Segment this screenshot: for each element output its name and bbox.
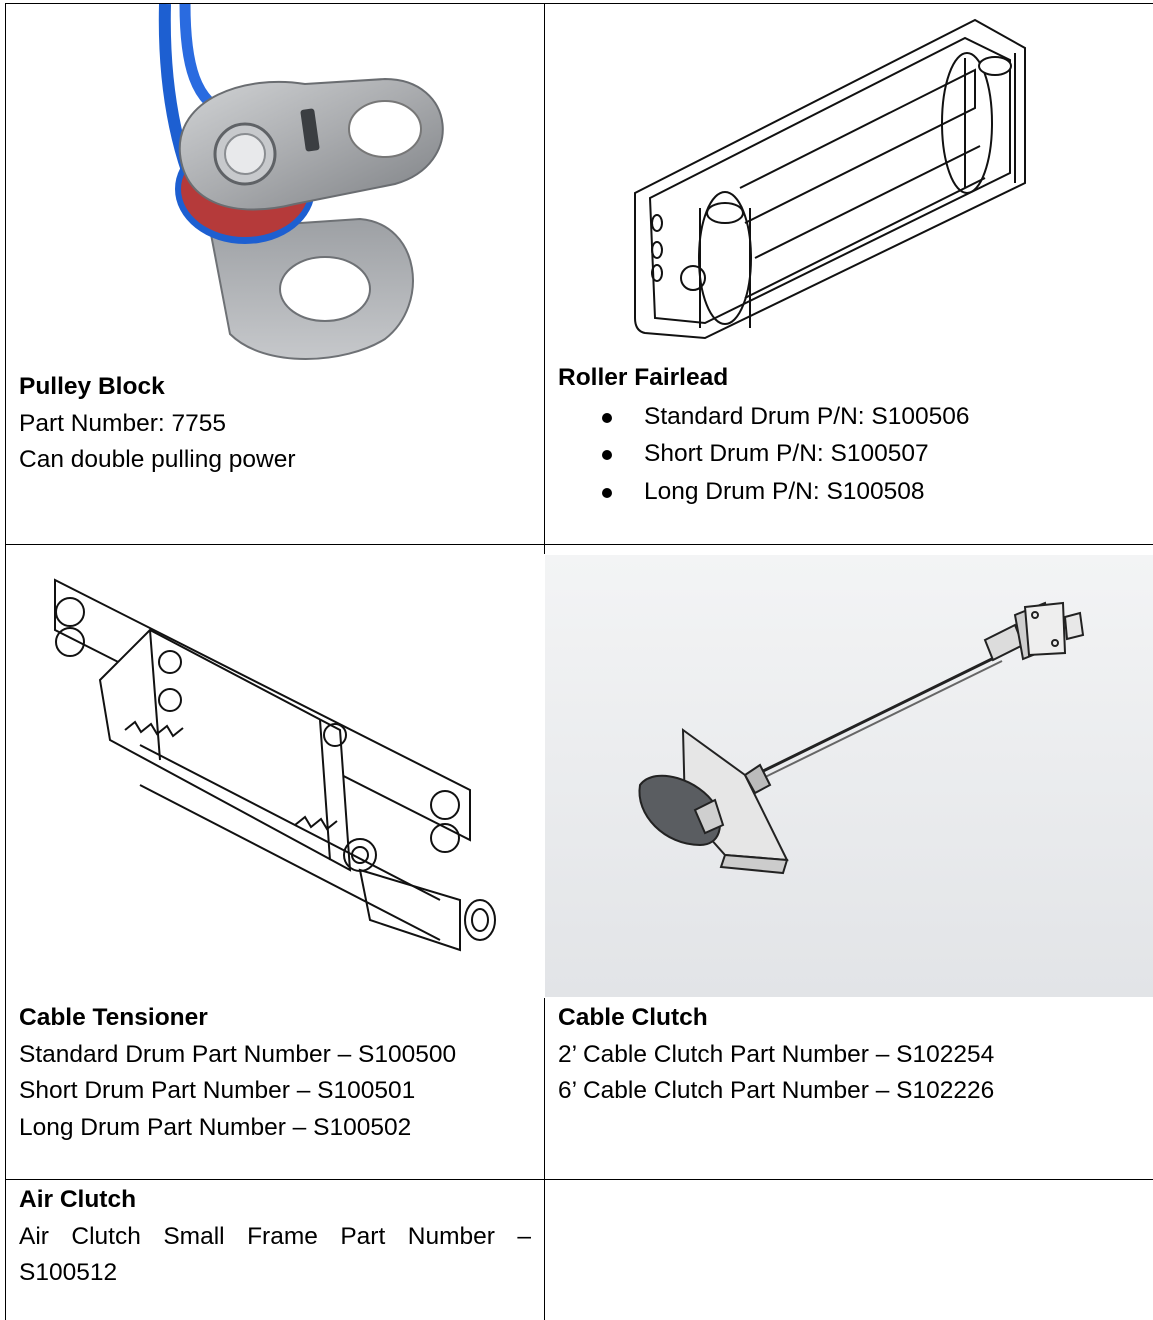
pulley-block-image <box>158 4 444 360</box>
cable-clutch-2ft: 2’ Cable Clutch Part Number – S102254 <box>558 1040 995 1068</box>
cable-clutch-description: Cable Clutch 2’ Cable Clutch Part Number… <box>558 1000 994 1110</box>
list-item: Standard Drum P/N: S100506 <box>558 398 970 436</box>
cable-tensioner-long: Long Drum Part Number – S100502 <box>19 1113 412 1141</box>
cable-clutch-image <box>638 601 1085 875</box>
pulley-block-title: Pulley Block <box>19 373 165 400</box>
air-clutch-title: Air Clutch <box>19 1186 137 1213</box>
air-clutch-part-number: S100512 <box>19 1259 118 1286</box>
table-row-divider <box>5 1179 1153 1180</box>
cable-tensioner-title: Cable Tensioner <box>19 1004 208 1031</box>
roller-fairlead-title: Roller Fairlead <box>558 364 729 391</box>
roller-fairlead-part-list: Standard Drum P/N: S100506 Short Drum P/… <box>558 398 970 511</box>
cable-tensioner-short: Short Drum Part Number – S100501 <box>19 1077 416 1104</box>
table-border-top <box>5 3 1153 4</box>
table-row-divider <box>5 544 1153 545</box>
cable-tensioner-image <box>54 578 496 952</box>
list-item: Short Drum P/N: S100507 <box>558 435 970 473</box>
table-column-divider <box>544 3 545 554</box>
pulley-block-part-number: Part Number: 7755 <box>19 409 226 437</box>
cable-clutch-title: Cable Clutch <box>558 1004 708 1031</box>
cable-tensioner-description: Cable Tensioner Standard Drum Part Numbe… <box>19 1000 456 1146</box>
list-item: Long Drum P/N: S100508 <box>558 473 970 511</box>
pulley-block-note: Can double pulling power <box>19 446 296 473</box>
roller-fairlead-image <box>634 18 1026 340</box>
cable-tensioner-standard: Standard Drum Part Number – S100500 <box>19 1040 457 1068</box>
air-clutch-part-label: Air Clutch Small Frame Part Number – <box>19 1222 531 1250</box>
air-clutch-description: Air Clutch Air Clutch Small Frame Part N… <box>19 1182 531 1292</box>
cable-clutch-6ft: 6’ Cable Clutch Part Number – S102226 <box>558 1077 995 1104</box>
pulley-block-description: Pulley Block Part Number: 7755 Can doubl… <box>19 369 296 479</box>
table-border-left <box>5 3 6 1320</box>
table-column-divider <box>544 998 545 1320</box>
roller-fairlead-description: Roller Fairlead Standard Drum P/N: S1005… <box>558 360 970 510</box>
